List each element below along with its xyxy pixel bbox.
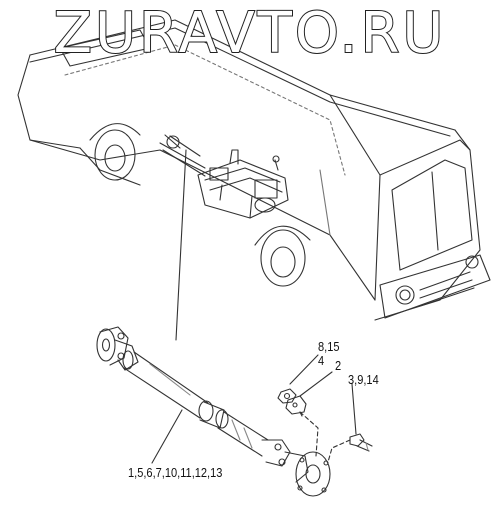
- callout-label-8-15: 8,15: [318, 339, 340, 354]
- nut: [277, 388, 297, 404]
- gearbox-assembly: [159, 134, 289, 219]
- fastener-parts: [277, 388, 373, 452]
- leader-bus-to-shaft: [175, 149, 187, 341]
- callout-label-4: 4: [318, 353, 325, 368]
- assembly-guides: [299, 411, 351, 463]
- watermark-text: ZURAVTO.RU: [53, 1, 447, 67]
- callout-label-3-9-14: 3,9,14: [348, 372, 379, 387]
- lock-plate: [285, 395, 307, 415]
- bus-outline: [17, 19, 491, 321]
- propeller-shaft: [96, 326, 331, 497]
- callout-label-2: 2: [335, 358, 342, 373]
- bolt-head: [349, 433, 365, 447]
- callout-label-shaft-parts: 1,5,6,7,10,11,12,13: [128, 465, 223, 480]
- callout-leaders: [151, 354, 357, 464]
